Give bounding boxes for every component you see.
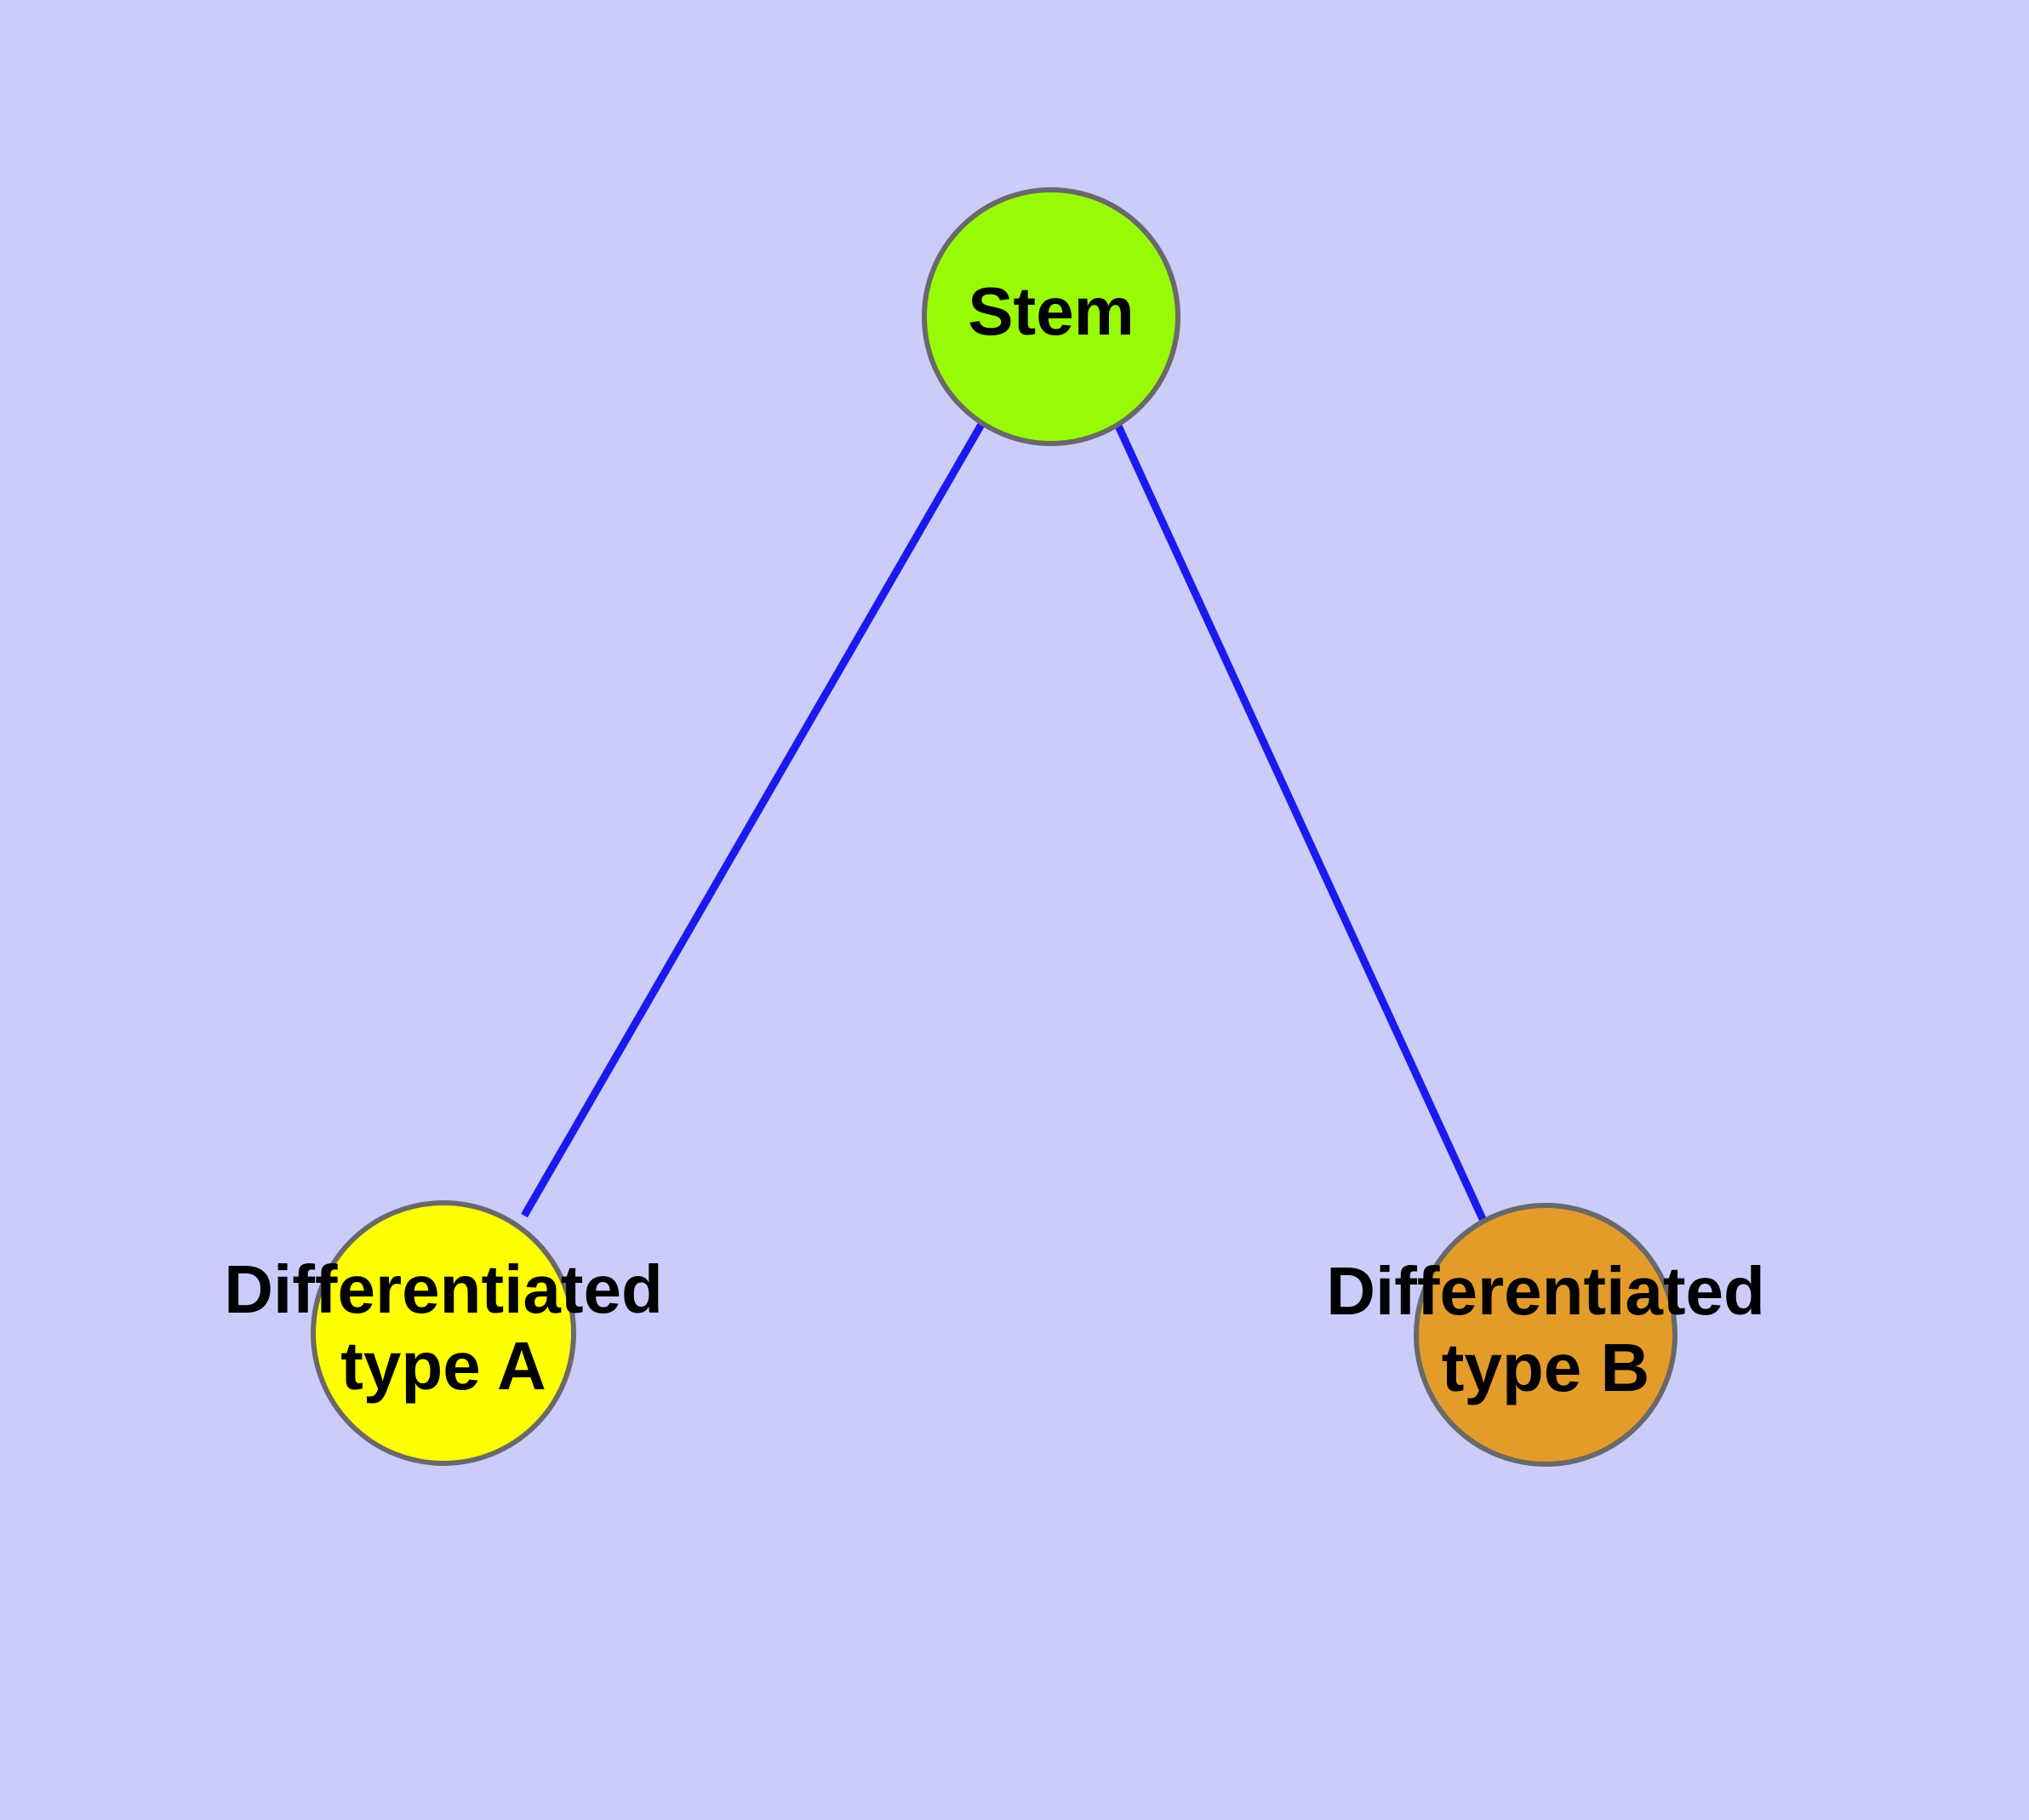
node-stem[interactable] xyxy=(922,187,1180,446)
edge-stem-to-differentiated-type-b[interactable] xyxy=(1112,421,1487,1221)
node-label-line: type B xyxy=(1442,1330,1650,1405)
node-label-line: type A xyxy=(340,1328,546,1404)
nodes-layer xyxy=(311,187,1677,1467)
node-differentiated-type-a[interactable] xyxy=(311,1200,576,1466)
node-label-stem: Stem xyxy=(968,273,1135,349)
edge-stem-to-differentiated-type-a[interactable] xyxy=(521,421,986,1218)
node-label-line: Differentiated xyxy=(224,1251,663,1327)
node-label-line: Differentiated xyxy=(1326,1253,1765,1329)
node-differentiated-type-b[interactable] xyxy=(1414,1203,1677,1467)
edges-layer xyxy=(521,421,1487,1221)
node-label-line: Stem xyxy=(968,273,1135,349)
